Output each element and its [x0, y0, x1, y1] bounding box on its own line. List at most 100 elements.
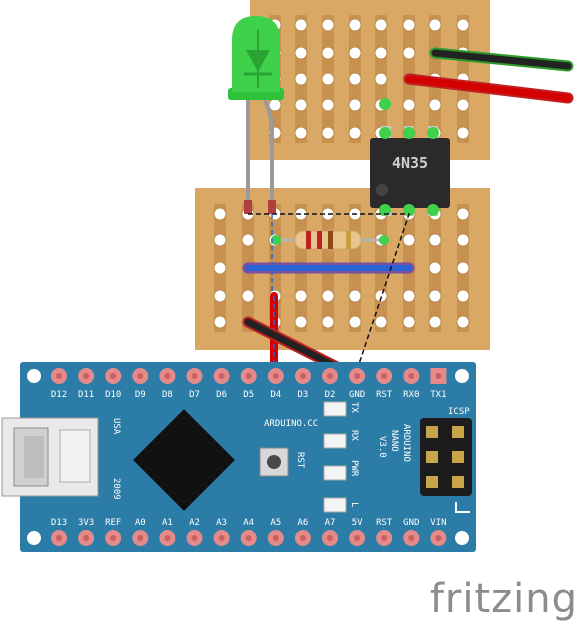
board-hole[interactable] [456, 289, 470, 303]
connected-pin-highlights [379, 98, 439, 216]
resistor[interactable] [271, 230, 389, 250]
pin-hole [435, 535, 442, 541]
pin-hole [299, 373, 306, 379]
board-hole[interactable] [402, 233, 416, 247]
board-hole[interactable] [321, 126, 335, 140]
board-hole[interactable] [402, 315, 416, 329]
pin-label: D2 [325, 390, 336, 400]
pin-hole [435, 373, 442, 379]
board-hole[interactable] [348, 46, 362, 60]
pin-hole [56, 535, 62, 541]
board-hole[interactable] [294, 315, 308, 329]
optocoupler-label: 4N35 [392, 154, 428, 172]
board-hole[interactable] [456, 126, 470, 140]
board-hole[interactable] [348, 315, 362, 329]
board-hole[interactable] [321, 46, 335, 60]
pin-hole [354, 535, 361, 541]
pin-label: D12 [51, 390, 67, 400]
board-hole[interactable] [348, 18, 362, 32]
pin-hole [83, 373, 90, 379]
optocoupler-4n35[interactable]: 4N35 [370, 126, 450, 216]
icsp-pin[interactable] [426, 426, 438, 438]
board-hole[interactable] [456, 207, 470, 221]
board-hole[interactable] [428, 315, 442, 329]
icsp-header[interactable] [420, 418, 472, 496]
board-hole[interactable] [374, 46, 388, 60]
led-label-tx: TX [349, 402, 359, 413]
board-hole[interactable] [321, 289, 335, 303]
reset-button[interactable] [259, 447, 289, 477]
board-hole[interactable] [456, 315, 470, 329]
board-hole[interactable] [213, 289, 227, 303]
icsp-pin[interactable] [426, 476, 438, 488]
pin-hole [272, 373, 279, 379]
icsp-pin[interactable] [452, 451, 464, 463]
pin-label: A6 [297, 518, 308, 528]
pin-label: RX0 [403, 390, 419, 400]
fritzing-brand: fritzing [430, 576, 578, 621]
board-hole[interactable] [456, 98, 470, 112]
pin-label: VIN [430, 518, 446, 528]
pin-label: A2 [189, 518, 200, 528]
pin-label: D3 [297, 390, 308, 400]
board-hole[interactable] [321, 72, 335, 86]
board-hole[interactable] [213, 315, 227, 329]
pin-label: A3 [216, 518, 227, 528]
board-hole[interactable] [294, 98, 308, 112]
board-hole[interactable] [374, 289, 388, 303]
pin-hole [164, 535, 171, 541]
pin-hole [408, 535, 415, 541]
board-hole[interactable] [294, 18, 308, 32]
board-hole[interactable] [428, 289, 442, 303]
board-hole[interactable] [294, 126, 308, 140]
pin-label: A5 [270, 518, 281, 528]
board-hole[interactable] [241, 233, 255, 247]
pin-hole [327, 373, 333, 379]
board-hole[interactable] [348, 289, 362, 303]
pin-label: TX1 [430, 390, 446, 400]
board-hole[interactable] [321, 315, 335, 329]
board-hole[interactable] [402, 289, 416, 303]
pin-label: D9 [135, 390, 146, 400]
usb-connector [1, 417, 99, 497]
board-hole[interactable] [428, 233, 442, 247]
board-hole[interactable] [402, 46, 416, 60]
pin-hole [272, 535, 279, 541]
board-hole[interactable] [456, 261, 470, 275]
board-hole[interactable] [321, 18, 335, 32]
board-hole[interactable] [374, 315, 388, 329]
board-hole[interactable] [348, 126, 362, 140]
icsp-pin[interactable] [452, 426, 464, 438]
board-hole[interactable] [213, 233, 227, 247]
board-hole[interactable] [294, 46, 308, 60]
board-hole[interactable] [348, 72, 362, 86]
board-hole[interactable] [213, 261, 227, 275]
board-hole[interactable] [456, 233, 470, 247]
output-wire-red[interactable] [403, 73, 574, 104]
led-label-rx: RX [349, 430, 359, 441]
board-hole[interactable] [241, 289, 255, 303]
board-hole[interactable] [374, 18, 388, 32]
board-hole[interactable] [213, 207, 227, 221]
board-hole[interactable] [268, 98, 282, 112]
pin-label: A4 [243, 518, 254, 528]
board-hole[interactable] [294, 289, 308, 303]
board-hole[interactable] [374, 72, 388, 86]
board-hole[interactable] [402, 98, 416, 112]
icsp-pin[interactable] [426, 451, 438, 463]
board-hole[interactable] [428, 261, 442, 275]
icsp-pin[interactable] [452, 476, 464, 488]
board-hole[interactable] [321, 98, 335, 112]
output-wire-black[interactable] [429, 47, 574, 72]
board-hole[interactable] [428, 98, 442, 112]
pin-hole [381, 535, 388, 541]
green-led[interactable] [228, 16, 284, 214]
board-hole[interactable] [456, 18, 470, 32]
status-leds: TX RX PWR L [323, 401, 359, 513]
board-hole[interactable] [294, 72, 308, 86]
board-hole[interactable] [402, 18, 416, 32]
board-hole[interactable] [348, 98, 362, 112]
pin-label: 5V [352, 518, 363, 528]
board-hole[interactable] [428, 18, 442, 32]
